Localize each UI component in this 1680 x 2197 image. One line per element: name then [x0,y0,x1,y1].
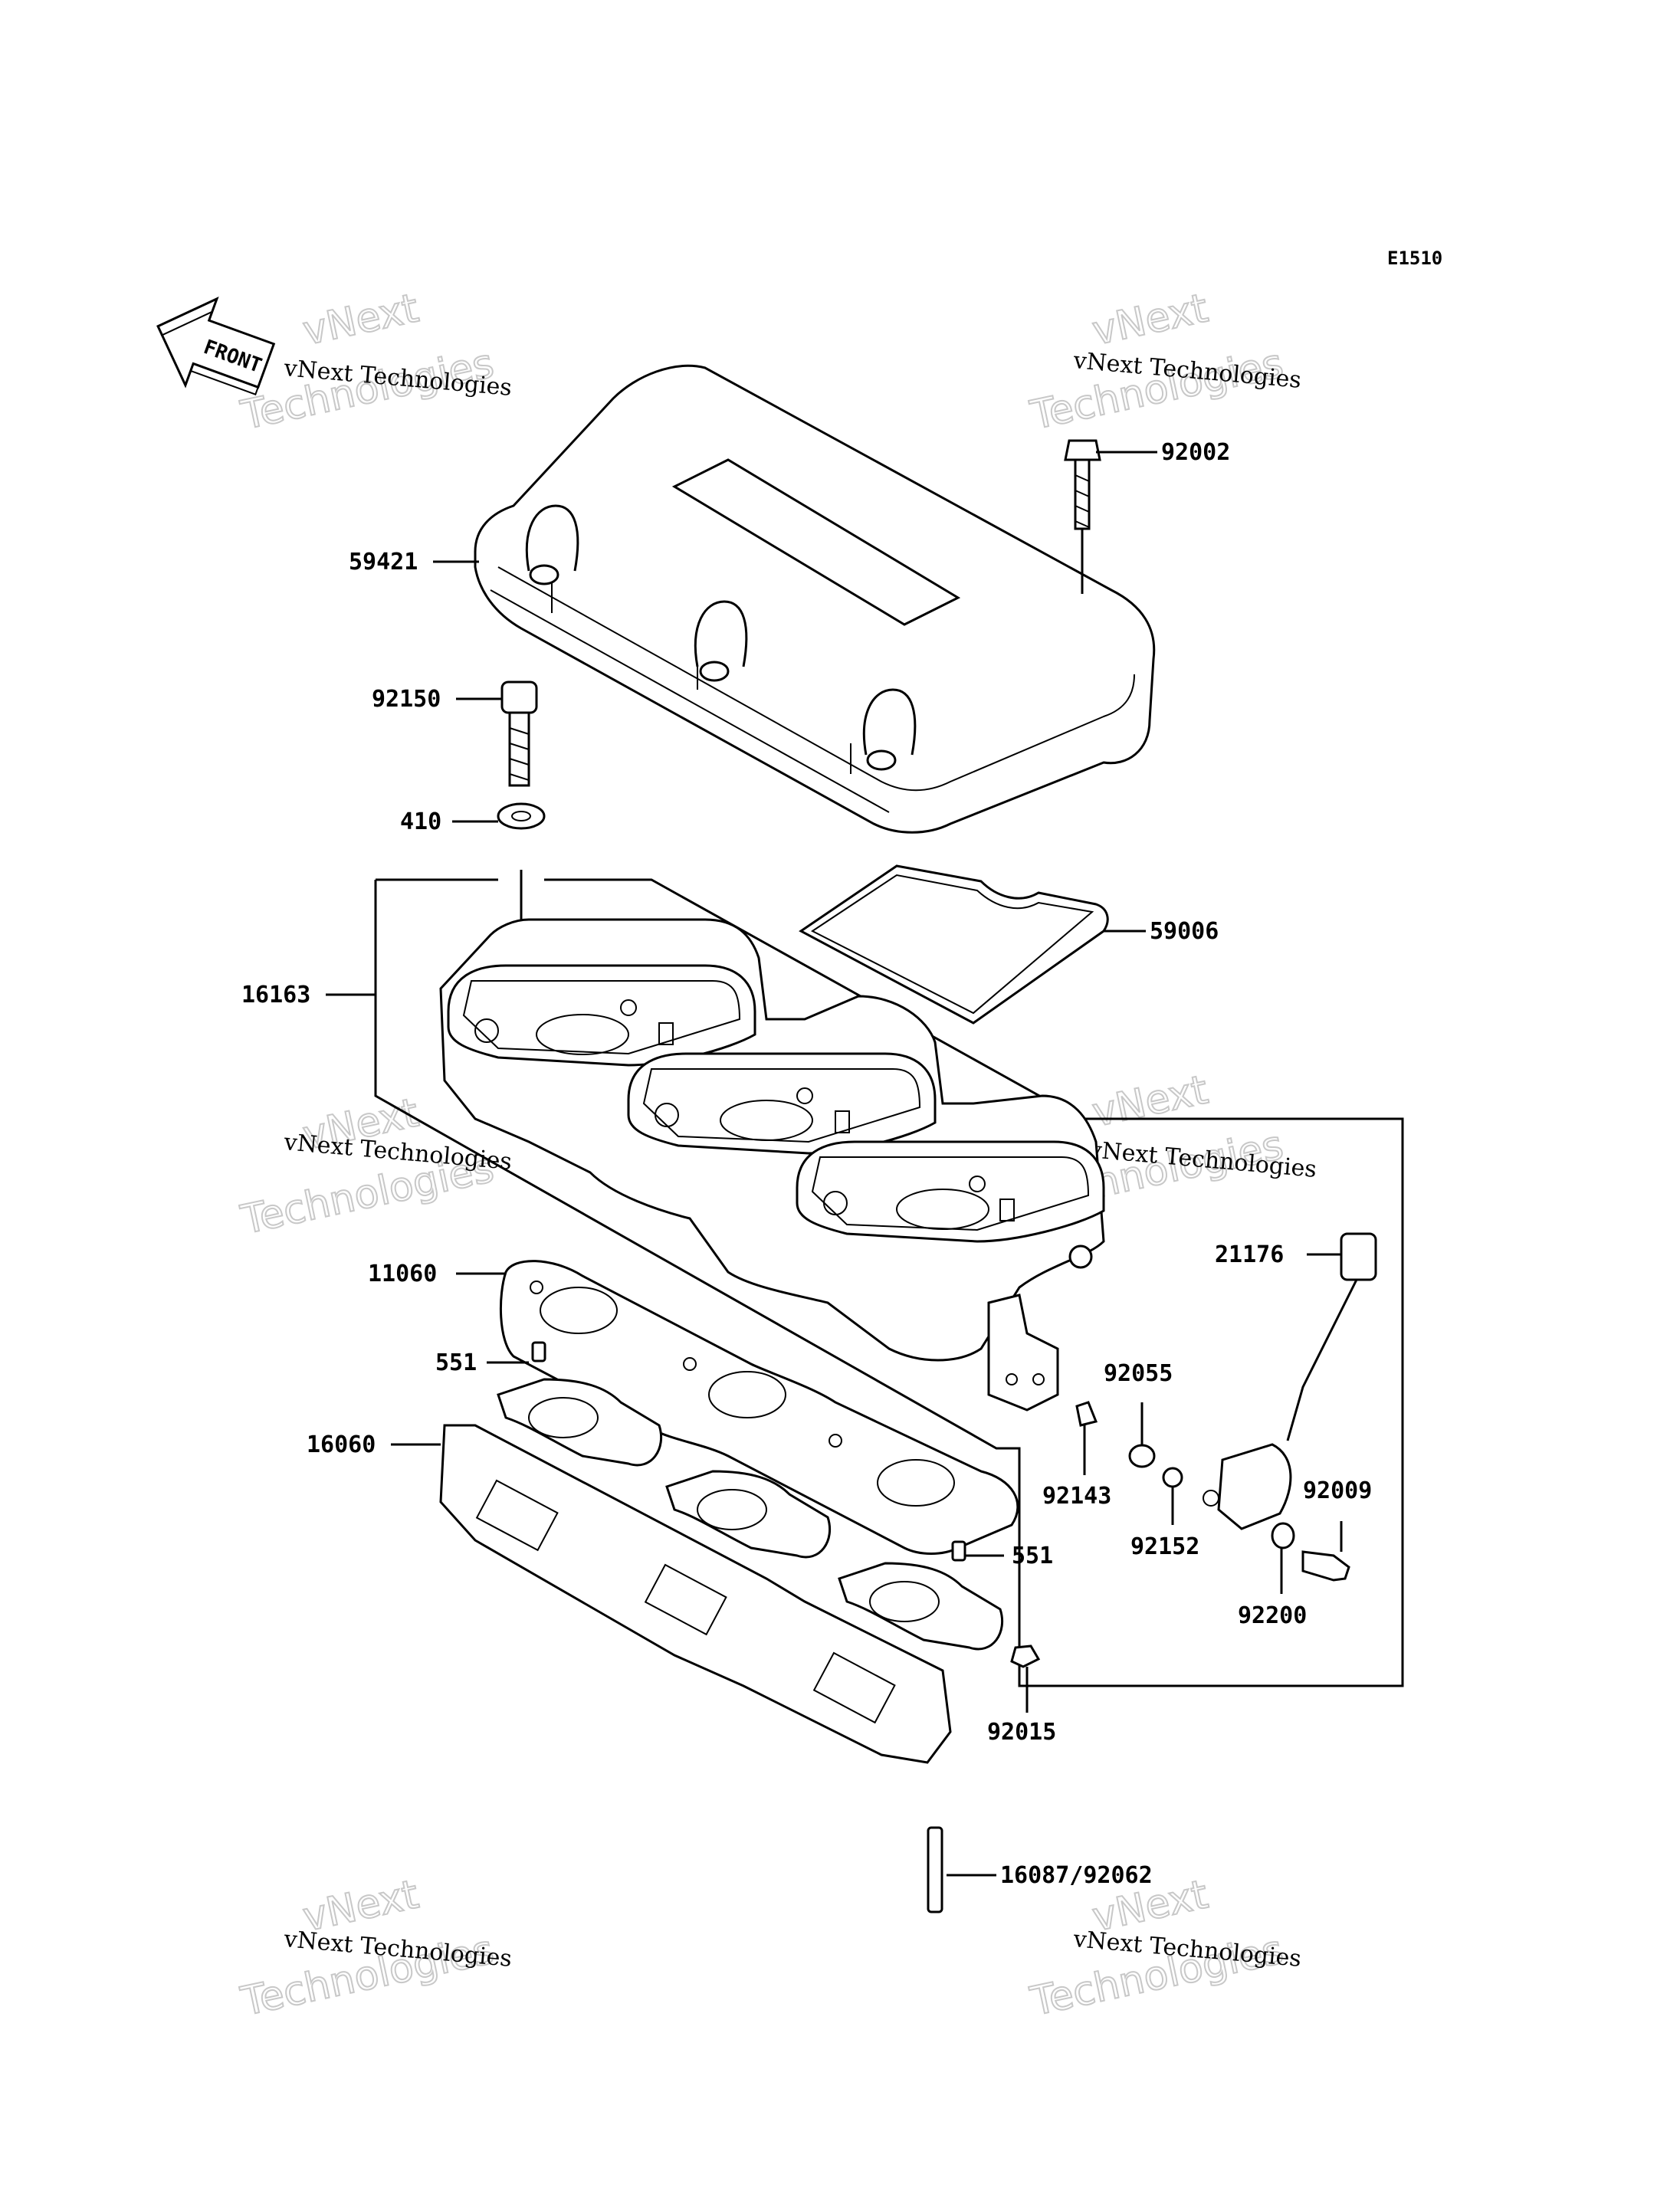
fitting-16087-part [927,1826,943,1913]
gasket-59006-part [799,864,1109,1025]
front-arrow-icon: FRONT [156,297,276,395]
label-92143: 92143 [1042,1483,1111,1510]
watermark-top-right: vNext Technologies vNext Technologies [1025,284,1302,439]
dowel-pin-551-bottom-part [951,1540,966,1562]
label-92015: 92015 [987,1719,1056,1746]
bolt-92009-part [1301,1550,1350,1582]
o-ring-92055-part [1128,1444,1156,1468]
nut-92015-part [1010,1644,1041,1668]
watermark-word-vnext: vNext [299,285,422,354]
watermark-word-vnext: vNext [1088,1067,1212,1136]
dowel-pin-551-top-part [531,1341,546,1362]
label-92002: 92002 [1161,439,1230,466]
manifold-16060-part [439,1378,1004,1764]
label-59006: 59006 [1150,918,1219,945]
label-92152: 92152 [1130,1533,1199,1560]
clip-92143-part [1075,1401,1098,1427]
sensor-21176-part [1203,1232,1377,1530]
label-92055: 92055 [1104,1360,1173,1387]
label-59421: 59421 [349,549,418,575]
label-92009: 92009 [1303,1477,1372,1504]
washer-92200-part [1271,1522,1295,1549]
throttle-body-16163-part [439,918,1105,1412]
label-551-bottom: 551 [1012,1543,1053,1569]
label-410: 410 [400,808,441,835]
diagram-code: E1510 [1387,248,1442,269]
watermark-bottom-right: vNext Technologies vNext Technologies [1025,1871,1302,2025]
label-92200: 92200 [1238,1602,1307,1629]
bolt-92150-part [500,680,538,787]
watermark-top-left: vNext Technologies vNext Technologies [236,284,513,439]
cover-part [474,364,1156,834]
bolt-92002-part [1064,439,1101,530]
washer-92152-part [1162,1467,1183,1488]
label-21176: 21176 [1215,1241,1284,1268]
label-16163: 16163 [241,982,310,1008]
label-16060: 16060 [307,1431,376,1458]
label-551-top: 551 [435,1349,477,1376]
watermark-bottom-left: vNext Technologies vNext Technologies [236,1871,513,2025]
washer-410-part [497,802,546,830]
gasket-11060-part [500,1260,1019,1555]
bracket-16163-outline [374,880,1404,1687]
label-92150: 92150 [372,686,441,713]
label-11060: 11060 [368,1261,437,1287]
watermark-word-vnext: vNext [1088,285,1212,354]
label-16087-92062: 16087/92062 [1000,1862,1153,1889]
bracket-16163-top [376,878,1081,1120]
